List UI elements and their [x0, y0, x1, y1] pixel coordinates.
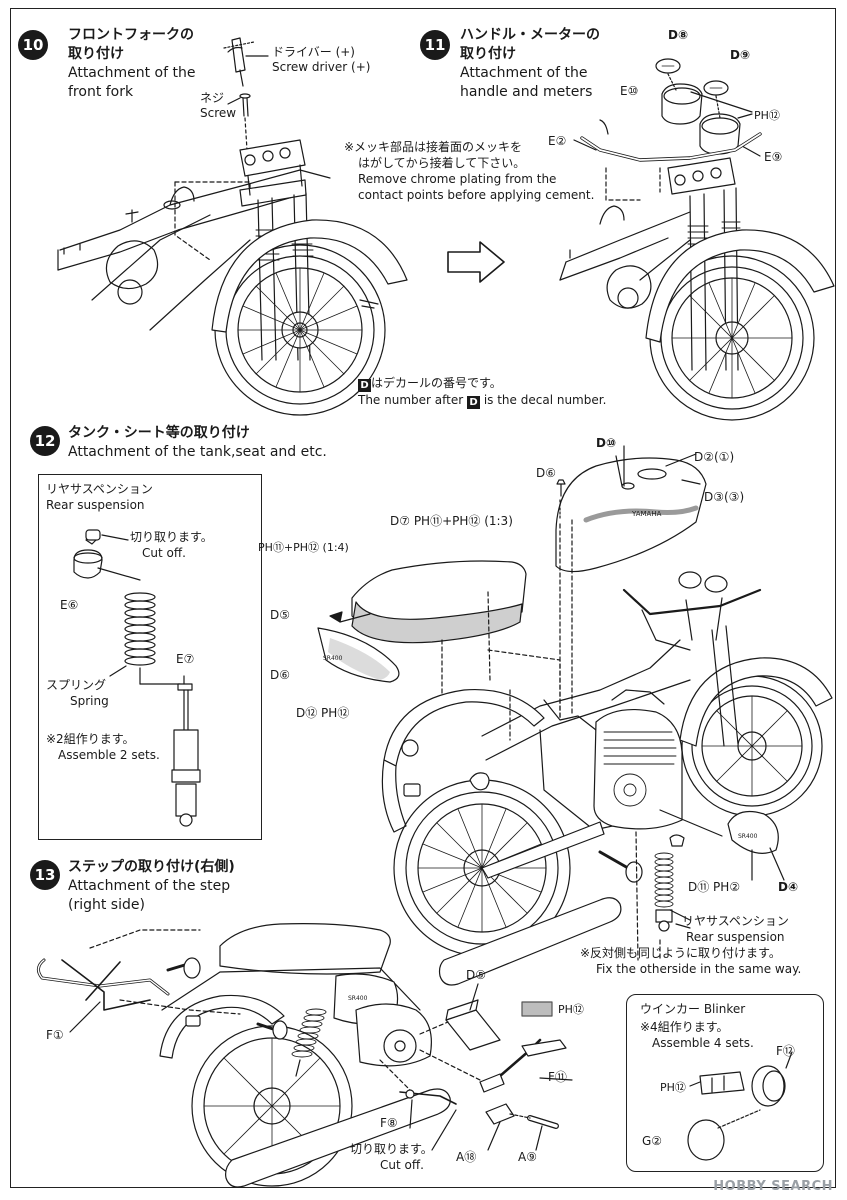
label-d6-screw: D⑥: [536, 466, 556, 480]
step13-drawing: SR400: [37, 923, 573, 1188]
blinker-inset: [626, 994, 824, 1172]
fuel-tank: [555, 457, 707, 573]
screwdriver-icon: [223, 37, 255, 87]
label-e7: E⑦: [176, 652, 195, 666]
chrome-note-en-2: contact points before applying cement.: [358, 188, 595, 202]
screw-label-ja: ネジ: [200, 91, 225, 105]
assemble-2-ja: ※2組作ります。: [46, 732, 135, 746]
step11-title-ja-2: 取り付け: [460, 46, 516, 62]
chrome-note-ja-2: はがしてから接着して下さい。: [358, 156, 526, 170]
label-e10: E⑩: [620, 84, 639, 98]
rear-suspension-ja: リヤサスペンション: [682, 914, 789, 928]
step12-title-en: Attachment of the tank,seat and etc.: [68, 444, 327, 460]
spring-icon: [124, 592, 156, 666]
rear-suspension-title-en: Rear suspension: [46, 498, 145, 512]
cut-off-ja: 切り取ります。: [130, 530, 213, 544]
label-a18: A⑱: [456, 1150, 477, 1164]
step10-title-en-2: front fork: [68, 84, 134, 100]
step13-title-ja: ステップの取り付け(右側): [68, 859, 235, 875]
step10-title-en: Attachment of the: [68, 65, 196, 81]
label-f12: F⑫: [776, 1044, 795, 1058]
step13-title-en-2: (right side): [68, 897, 145, 913]
watermark: HOBBY SEARCH: [713, 1179, 833, 1194]
label-d11: D⑪ PH②: [688, 880, 741, 894]
tank-logo: YAMAHA: [631, 510, 662, 518]
rear-shock-installed: [654, 834, 691, 932]
screwdriver-label-en: Screw driver (+): [272, 60, 371, 74]
label-d5-step: D⑤: [466, 968, 486, 982]
label-e2: E②: [548, 134, 567, 148]
step10-title-ja: フロントフォークの: [68, 27, 194, 43]
screwdriver-label-ja: ドライバー (+): [272, 45, 355, 59]
label-ph-mix: PH⑪+PH⑫ (1:4): [258, 541, 349, 554]
label-d5-cover: D⑤: [270, 608, 290, 622]
chrome-note-en: Remove chrome plating from the: [358, 172, 557, 186]
other-side-ja: ※反対側も同じように取り付けます。: [580, 946, 781, 960]
label-d3: D③(③): [704, 490, 745, 504]
label-ph12-blinker: PH⑫: [660, 1081, 686, 1094]
label-a9: A⑨: [518, 1150, 537, 1164]
step11-drawing: [559, 58, 835, 421]
label-f8: F⑧: [380, 1116, 398, 1130]
rear-suspension-inset-drawing: [73, 529, 201, 827]
label-ph12-step: PH⑫: [558, 1003, 584, 1016]
cut-off-step-ja: 切り取ります。: [350, 1142, 433, 1156]
svg-text:SR400: SR400: [738, 833, 758, 840]
label-ph12: PH⑫: [754, 109, 780, 122]
label-d2: D②(①): [694, 450, 735, 464]
step11-title-en-2: handle and meters: [460, 84, 593, 100]
label-g2: G②: [642, 1134, 663, 1148]
next-step-arrow: [447, 241, 505, 283]
svg-text:SR400: SR400: [323, 655, 343, 662]
step-number-13: 13: [30, 860, 60, 890]
label-d9: D⑨: [730, 48, 751, 62]
label-d4: D④: [778, 880, 799, 894]
blinker-inset-drawing: [687, 1051, 793, 1161]
label-d8: D⑧: [668, 28, 689, 42]
chrome-note-ja: ※メッキ部品は接着面のメッキを: [344, 140, 523, 154]
step-number-12: 12: [30, 426, 60, 456]
rear-suspension-en: Rear suspension: [686, 930, 785, 944]
label-e6: E⑥: [60, 598, 79, 612]
step13-title-en: Attachment of the step: [68, 878, 231, 894]
decal-d-icon-2: D: [467, 396, 480, 409]
step11-title-en: Attachment of the: [460, 65, 588, 81]
spring-label-en: Spring: [70, 694, 109, 708]
front-wheel-spokes: [237, 267, 363, 393]
other-side-en: Fix the otherside in the same way.: [596, 962, 802, 976]
screw-label-en: Screw: [200, 106, 237, 120]
assemble-2-en: Assemble 2 sets.: [58, 748, 160, 762]
rear-suspension-inset: [38, 474, 262, 840]
blinker-assemble-ja: ※4組作ります。: [640, 1020, 729, 1034]
step-number-10: 10: [18, 30, 48, 60]
step-number-11: 11: [420, 30, 450, 60]
step12-drawing: YAMAHA SR400: [317, 445, 833, 986]
spring-label-ja: スプリング: [46, 678, 107, 692]
screw-icon: [239, 93, 251, 151]
blinker-title: ウインカー Blinker: [640, 1002, 746, 1016]
blinker-assemble-en: Assemble 4 sets.: [652, 1036, 754, 1050]
step10-drawing: [57, 37, 408, 416]
svg-text:SR400: SR400: [348, 995, 368, 1002]
decal-note-en: The number after D is the decal number.: [358, 393, 607, 409]
rear-suspension-title-ja: リヤサスペンション: [46, 482, 153, 496]
label-d6-cover: D⑥: [270, 668, 290, 682]
side-cover-right: [727, 811, 779, 854]
label-d12: D⑫ PH⑫: [296, 706, 350, 720]
decal-d-icon: D: [358, 379, 371, 392]
step10-title-ja-2: 取り付け: [68, 46, 124, 62]
label-d7-seat: D⑦ PH⑪+PH⑫ (1:3): [390, 514, 513, 528]
page-frame: [10, 8, 836, 1188]
label-d10: D⑩: [596, 436, 617, 450]
cut-off-step-en: Cut off.: [380, 1158, 424, 1172]
cut-off-en: Cut off.: [142, 546, 186, 560]
label-f11: F⑪: [548, 1070, 567, 1084]
label-f1: F①: [46, 1028, 64, 1042]
label-e9: E⑨: [764, 150, 783, 164]
step12-title-ja: タンク・シート等の取り付け: [68, 425, 250, 441]
step11-title-ja: ハンドル・メーターの: [460, 27, 600, 43]
